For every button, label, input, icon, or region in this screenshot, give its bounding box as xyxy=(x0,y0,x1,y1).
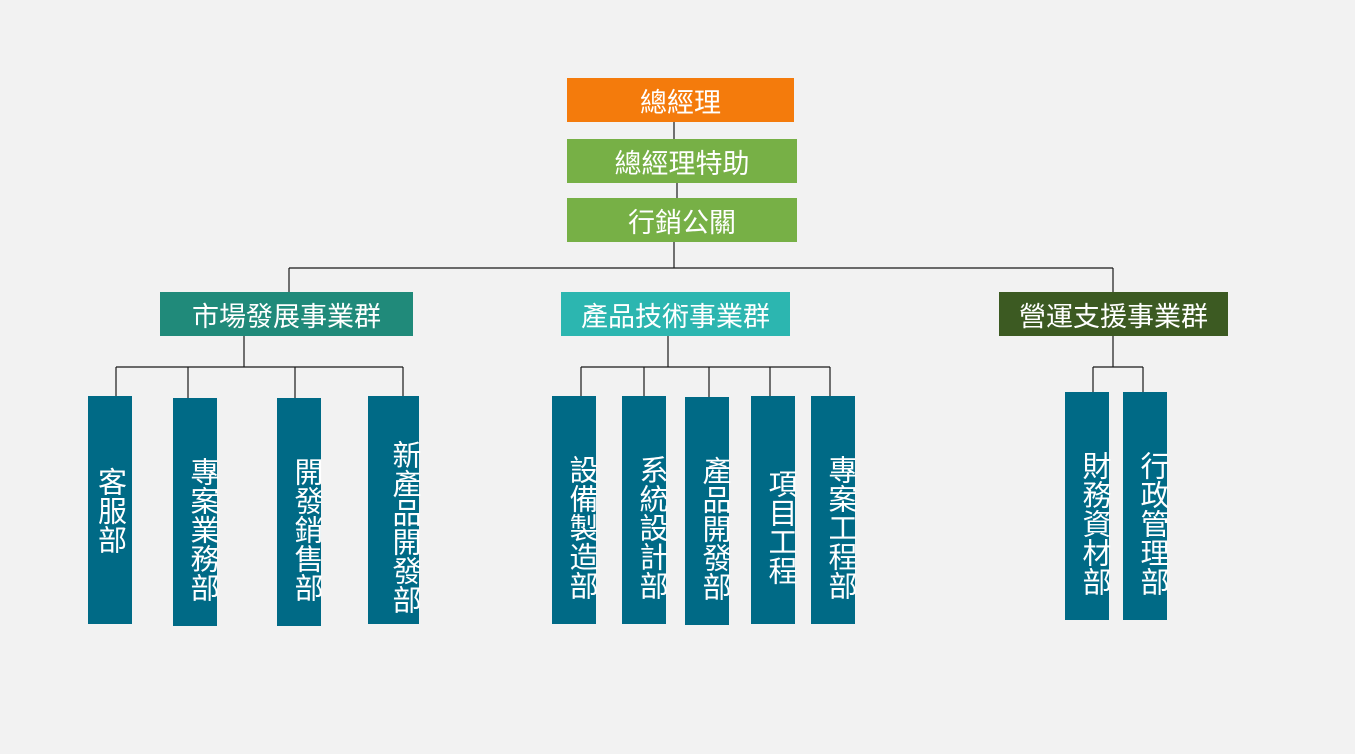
group-market-development: 市場發展事業群 xyxy=(160,292,413,336)
dept-project-engineering: 項目工程 xyxy=(751,396,798,624)
assistant-box: 總經理特助 xyxy=(567,139,797,183)
dept-administration: 行政管理部 xyxy=(1123,392,1170,620)
dept-customer-service: 客服部 xyxy=(88,396,132,624)
dept-system-design: 系統設計部 xyxy=(622,396,669,624)
dept-special-project-engineering: 專案工程部 xyxy=(811,396,858,624)
marketing-pr-box: 行銷公關 xyxy=(567,198,797,242)
group-operations-support: 營運支援事業群 xyxy=(999,292,1228,336)
group-product-technology: 產品技術事業群 xyxy=(561,292,790,336)
dept-product-development: 產品開發部 xyxy=(685,397,732,625)
dept-development-sales: 開發銷售部 xyxy=(277,398,324,626)
dept-project-sales: 專案業務部 xyxy=(173,398,220,626)
dept-equipment-manufacturing: 設備製造部 xyxy=(552,396,599,624)
ceo-box: 總經理 xyxy=(567,78,794,122)
dept-finance-materials: 財務資材部 xyxy=(1065,392,1112,620)
dept-new-product-development: 新產品開發部 xyxy=(368,396,422,624)
